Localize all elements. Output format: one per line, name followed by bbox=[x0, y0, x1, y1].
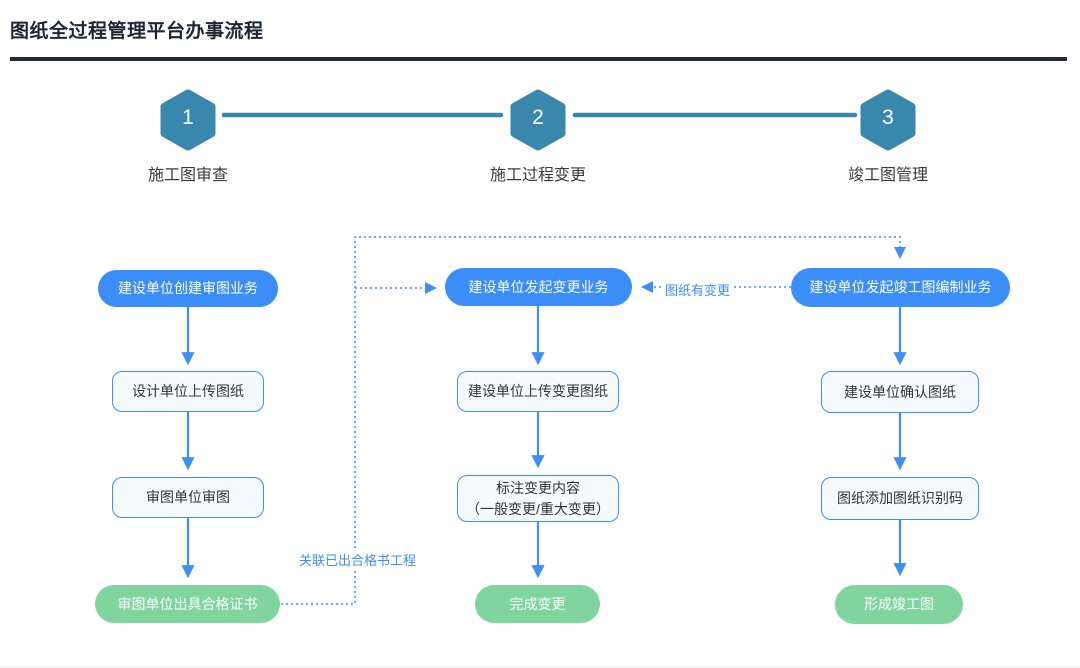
hexagon-icon bbox=[860, 89, 916, 151]
step-number: 1 bbox=[182, 106, 194, 129]
step-number: 2 bbox=[532, 106, 544, 129]
flow-node-start-change: 建设单位发起变更业务 bbox=[445, 268, 632, 306]
flow-node-start-asbuilt: 建设单位发起竣工图编制业务 bbox=[791, 268, 1010, 307]
flow-node-change-done: 完成变更 bbox=[475, 585, 600, 623]
flow-node-mark-change-line1: 标注变更内容 bbox=[496, 479, 580, 496]
hexagon-icon bbox=[510, 89, 566, 151]
flow-node-upload-drawings: 设计单位上传图纸 bbox=[112, 371, 264, 412]
step-badge-1: 1 bbox=[160, 89, 216, 151]
flow-node-asbuilt-done: 形成竣工图 bbox=[835, 585, 963, 624]
dotted-link-certificate bbox=[281, 236, 906, 605]
flow-node-mark-change: 标注变更内容 （一般变更/重大变更） bbox=[457, 475, 619, 522]
flow-node-mark-change-line2: （一般变更/重大变更） bbox=[466, 500, 610, 517]
flow-node-confirm-drawings: 建设单位确认图纸 bbox=[821, 371, 979, 413]
step-label-1: 施工图审查 bbox=[147, 167, 228, 184]
title-divider bbox=[10, 57, 1067, 61]
dotted-label-drawing-changed: 图纸有变更 bbox=[662, 279, 734, 300]
step-label-2: 施工过程变更 bbox=[489, 167, 586, 184]
hexagon-icon bbox=[160, 89, 216, 151]
flow-node-create-review: 建设单位创建审图业务 bbox=[98, 270, 278, 307]
dotted-label-link-certificate: 关联已出合格书工程 bbox=[296, 549, 420, 570]
step-badge-3: 3 bbox=[860, 89, 916, 151]
flow-node-add-id-code: 图纸添加图纸识别码 bbox=[821, 477, 979, 520]
step-label-3: 竣工图管理 bbox=[847, 167, 928, 184]
page-title: 图纸全过程管理平台办事流程 bbox=[10, 21, 264, 42]
step-badge-2: 2 bbox=[510, 89, 566, 151]
step-number: 3 bbox=[882, 106, 894, 129]
flow-node-review-drawings: 审图单位审图 bbox=[112, 477, 264, 518]
flow-node-issue-certificate: 审图单位出具合格证书 bbox=[95, 585, 280, 623]
flow-node-upload-change-drawings: 建设单位上传变更图纸 bbox=[457, 371, 619, 412]
